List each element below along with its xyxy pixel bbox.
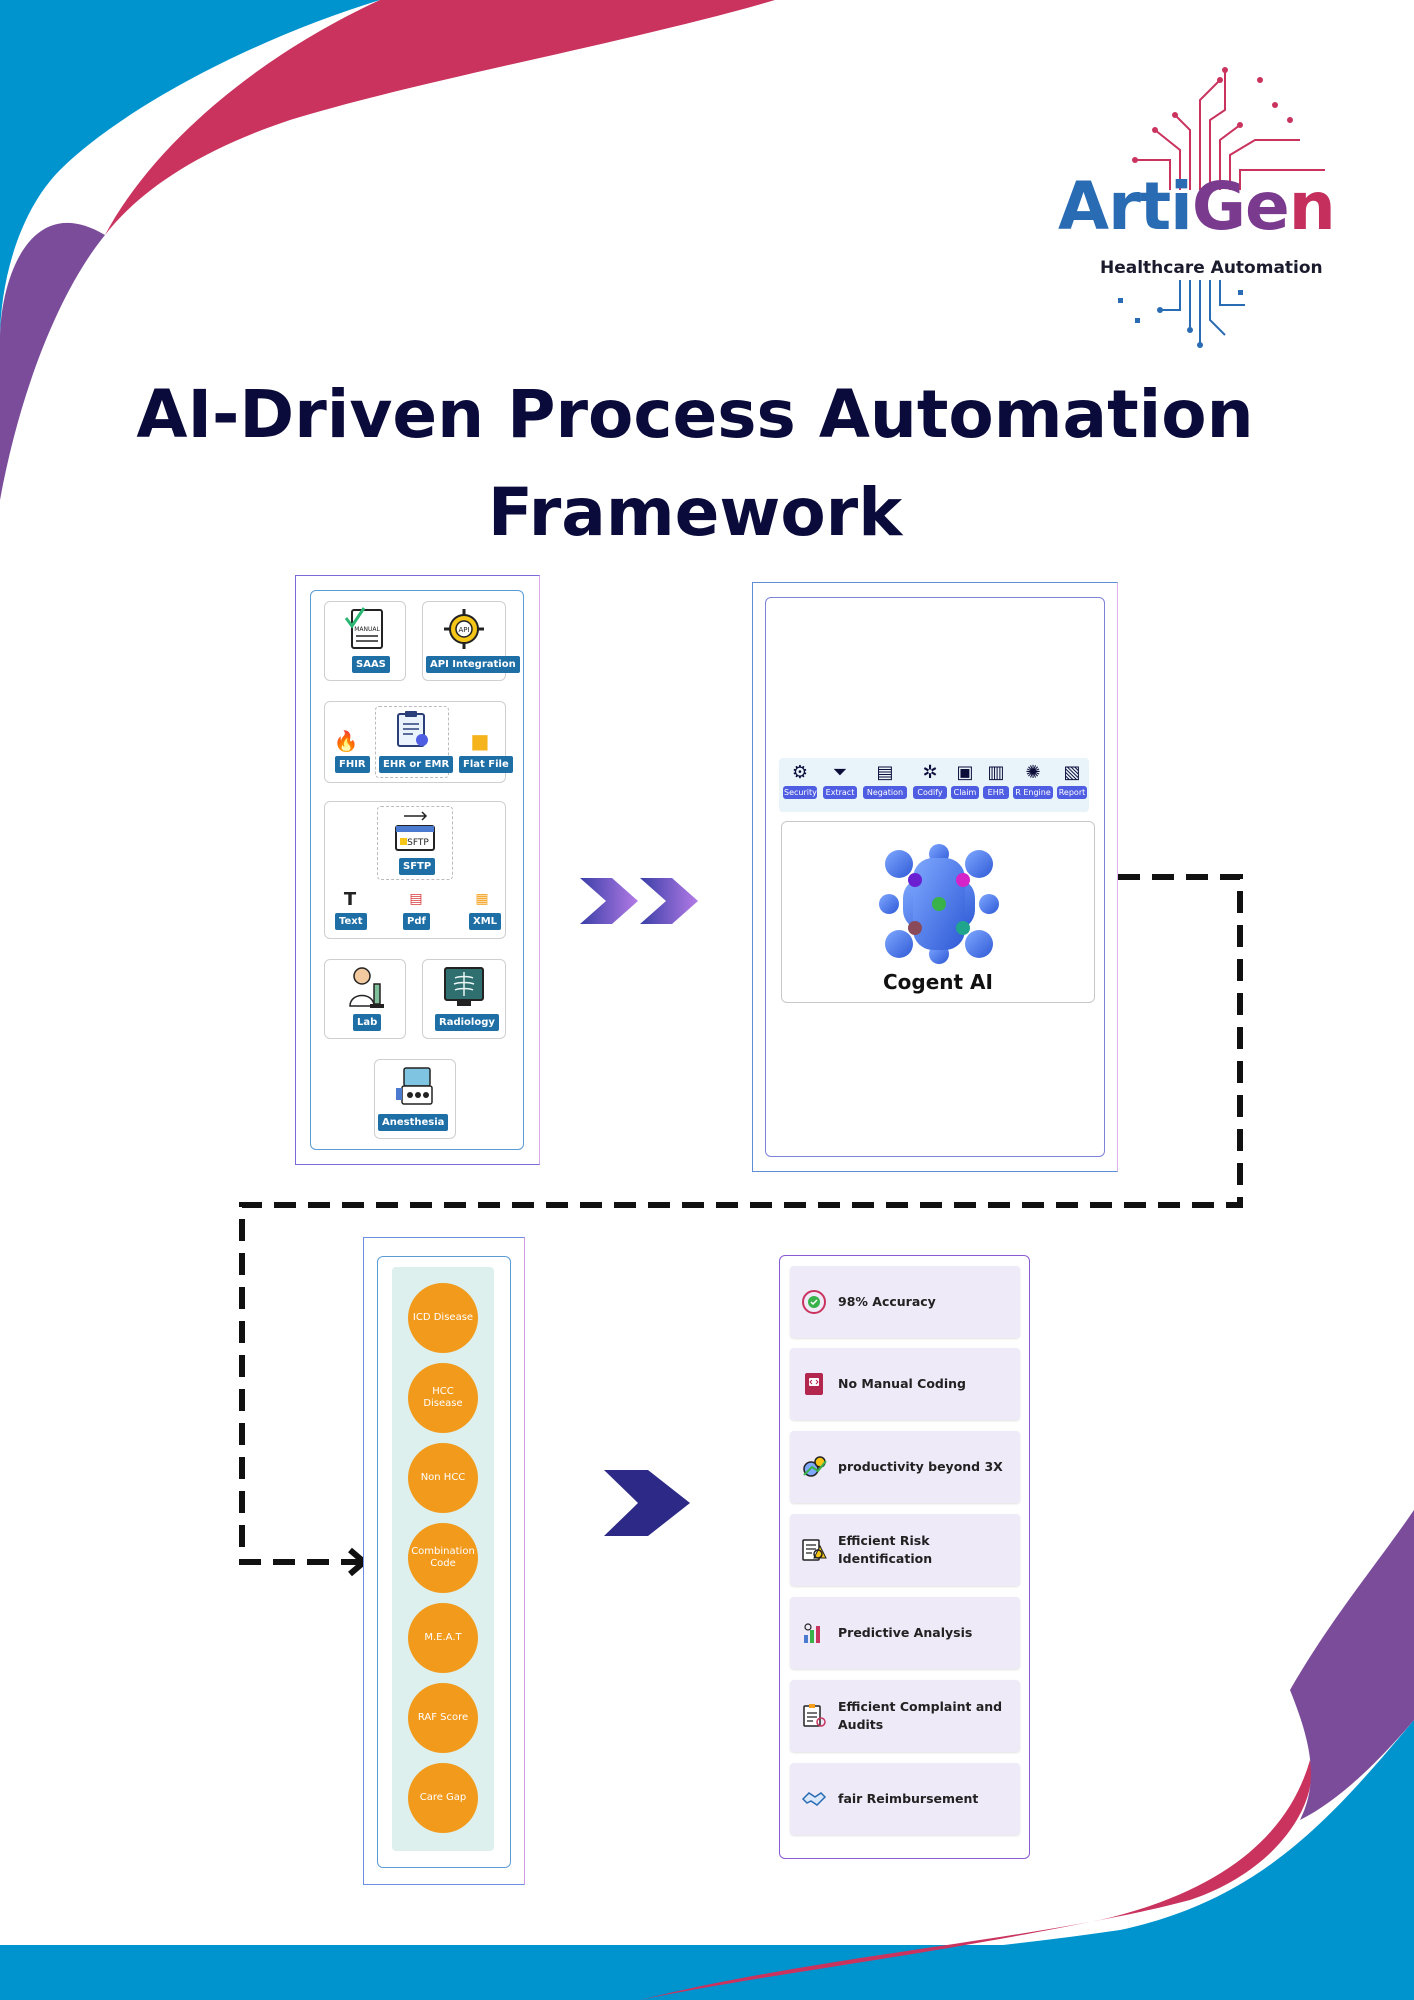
- module-ehr: ▥EHR: [983, 760, 1009, 799]
- benefit-item: Predictive Analysis: [790, 1597, 1020, 1669]
- ehr-emr-tag: EHR or EMR: [379, 756, 454, 773]
- sftp-server-icon: SFTP: [391, 810, 439, 854]
- single-chevron-arrow: [604, 1470, 690, 1536]
- pdf-file-icon: ▤: [409, 891, 423, 907]
- artigen-logo: ArtiGen Healthcare Automation: [1040, 40, 1370, 370]
- risk-checklist-icon: [800, 1536, 828, 1564]
- combination-code-node: Combination Code: [408, 1523, 478, 1593]
- cogent-ai-molecule-icon: [879, 844, 999, 964]
- anesthesia-tag: Anesthesia: [378, 1114, 449, 1131]
- extract-funnel-icon: ⏷: [832, 762, 848, 783]
- api-gear-icon: API: [437, 606, 491, 652]
- lab-scientist-icon: [339, 964, 393, 1010]
- api-card: API API Integration: [422, 601, 520, 681]
- radiology-card: Radiology: [422, 959, 506, 1039]
- ehr-selection-frame: [375, 706, 449, 778]
- benefit-item: Efficient Risk Identification: [790, 1514, 1020, 1586]
- manual-document-icon: MANUAL: [339, 606, 393, 652]
- text-tag: Text: [335, 913, 367, 930]
- benefit-item: productivity beyond 3X: [790, 1431, 1020, 1503]
- module-extract: ⏷Extract: [823, 760, 857, 799]
- sftp-tag: SFTP: [399, 858, 436, 875]
- sftp-selection-frame: [377, 806, 453, 880]
- claim-form-icon: ▣: [956, 762, 974, 783]
- file-transfer-card: SFTP SFTP T Text ▤ Pdf ▦ XML: [324, 801, 506, 939]
- saas-card: MANUAL SAAS: [324, 601, 406, 681]
- module-report: ▧Report: [1057, 762, 1087, 799]
- hcc-disease-node: HCC Disease: [408, 1363, 478, 1433]
- clipboard-icon: [385, 710, 439, 750]
- text-file-icon: T: [343, 888, 357, 910]
- engine-inner: [765, 597, 1105, 1157]
- lab-tag: Lab: [353, 1014, 382, 1031]
- security-icon: ⚙: [791, 762, 809, 783]
- audit-clipboard-icon: [800, 1702, 828, 1730]
- flat-file-folder-icon: ■: [470, 729, 490, 753]
- meat-node: M.E.A.T: [408, 1603, 478, 1673]
- negation-document-icon: ▤: [876, 762, 894, 783]
- report-icon: ▧: [1063, 762, 1081, 783]
- ehr-clipboard-icon: ▥: [987, 762, 1005, 783]
- cogent-engine-panel: ⚙Security ⏷Extract ▤Negation ✲Codify ▣Cl…: [752, 582, 1118, 1172]
- xml-file-icon: ▦: [475, 891, 489, 907]
- anesthesia-machine-icon: [389, 1064, 443, 1110]
- raf-score-node: RAF Score: [408, 1683, 478, 1753]
- codify-gear-icon: ✲: [922, 762, 938, 783]
- logo-wordmark: ArtiGen: [1058, 168, 1336, 245]
- sftp-screen-label: SFTP: [407, 838, 429, 848]
- benefit-item: 98% Accuracy: [790, 1266, 1020, 1338]
- r-engine-gear-icon: ✺: [1025, 762, 1041, 783]
- icd-disease-node: ICD Disease: [408, 1283, 478, 1353]
- benefit-item: fair Reimbursement: [790, 1763, 1020, 1835]
- module-claim: ▣Claim: [951, 760, 979, 799]
- double-chevron-arrow: [580, 878, 698, 924]
- cogent-ai-label: Cogent AI: [883, 970, 993, 994]
- xml-tag: XML: [469, 913, 502, 930]
- xray-monitor-icon: [437, 964, 491, 1010]
- analytics-chart-icon: [800, 1619, 828, 1647]
- module-security: ⚙Security: [783, 762, 817, 799]
- module-codify: ✲Codify: [913, 760, 947, 799]
- pdf-tag: Pdf: [403, 913, 430, 930]
- target-check-icon: [800, 1288, 828, 1316]
- circuit-graphic: [1118, 67, 1325, 348]
- saas-tag: SAAS: [352, 656, 390, 673]
- benefits-panel: 98% Accuracy No Manual Coding productivi…: [779, 1255, 1030, 1859]
- coding-outputs-inner: ICD Disease HCC Disease Non HCC Combinat…: [377, 1256, 511, 1868]
- fhir-flame-icon: 🔥: [333, 729, 359, 753]
- productivity-gears-icon: [800, 1453, 828, 1481]
- module-negation: ▤Negation: [863, 760, 907, 799]
- handshake-icon: [800, 1785, 828, 1813]
- api-integration-tag: API Integration: [426, 656, 520, 673]
- care-gap-node: Care Gap: [408, 1763, 478, 1833]
- page-title-line-1: AI-Driven Process Automation: [136, 376, 1254, 453]
- module-bar: ⚙Security ⏷Extract ▤Negation ✲Codify ▣Cl…: [779, 758, 1089, 812]
- logo-tagline: Healthcare Automation: [1100, 258, 1323, 278]
- benefit-item: No Manual Coding: [790, 1348, 1020, 1420]
- coding-outputs-panel: ICD Disease HCC Disease Non HCC Combinat…: [363, 1237, 525, 1885]
- lab-card: Lab: [324, 959, 406, 1039]
- module-r-engine: ✺R Engine: [1013, 760, 1053, 799]
- code-book-icon: [800, 1370, 828, 1398]
- cogent-ai-card: Cogent AI: [781, 821, 1095, 1003]
- radiology-tag: Radiology: [435, 1014, 499, 1031]
- api-badge: API: [458, 626, 469, 634]
- flat-file-tag: Flat File: [459, 756, 513, 773]
- manual-doc-label: MANUAL: [354, 626, 380, 633]
- non-hcc-node: Non HCC: [408, 1443, 478, 1513]
- page-title-line-2: Framework: [487, 474, 903, 551]
- data-sources-panel: MANUAL SAAS API API Integration 🔥 FHIR E…: [295, 575, 540, 1165]
- fhir-tag: FHIR: [335, 756, 370, 773]
- benefit-item: Efficient Complaint and Audits: [790, 1680, 1020, 1752]
- data-sources-inner: MANUAL SAAS API API Integration 🔥 FHIR E…: [310, 590, 524, 1150]
- anesthesia-card: Anesthesia: [374, 1059, 456, 1139]
- coding-outputs-list: ICD Disease HCC Disease Non HCC Combinat…: [392, 1267, 494, 1851]
- records-card: 🔥 FHIR EHR or EMR ■ Flat File: [324, 701, 513, 783]
